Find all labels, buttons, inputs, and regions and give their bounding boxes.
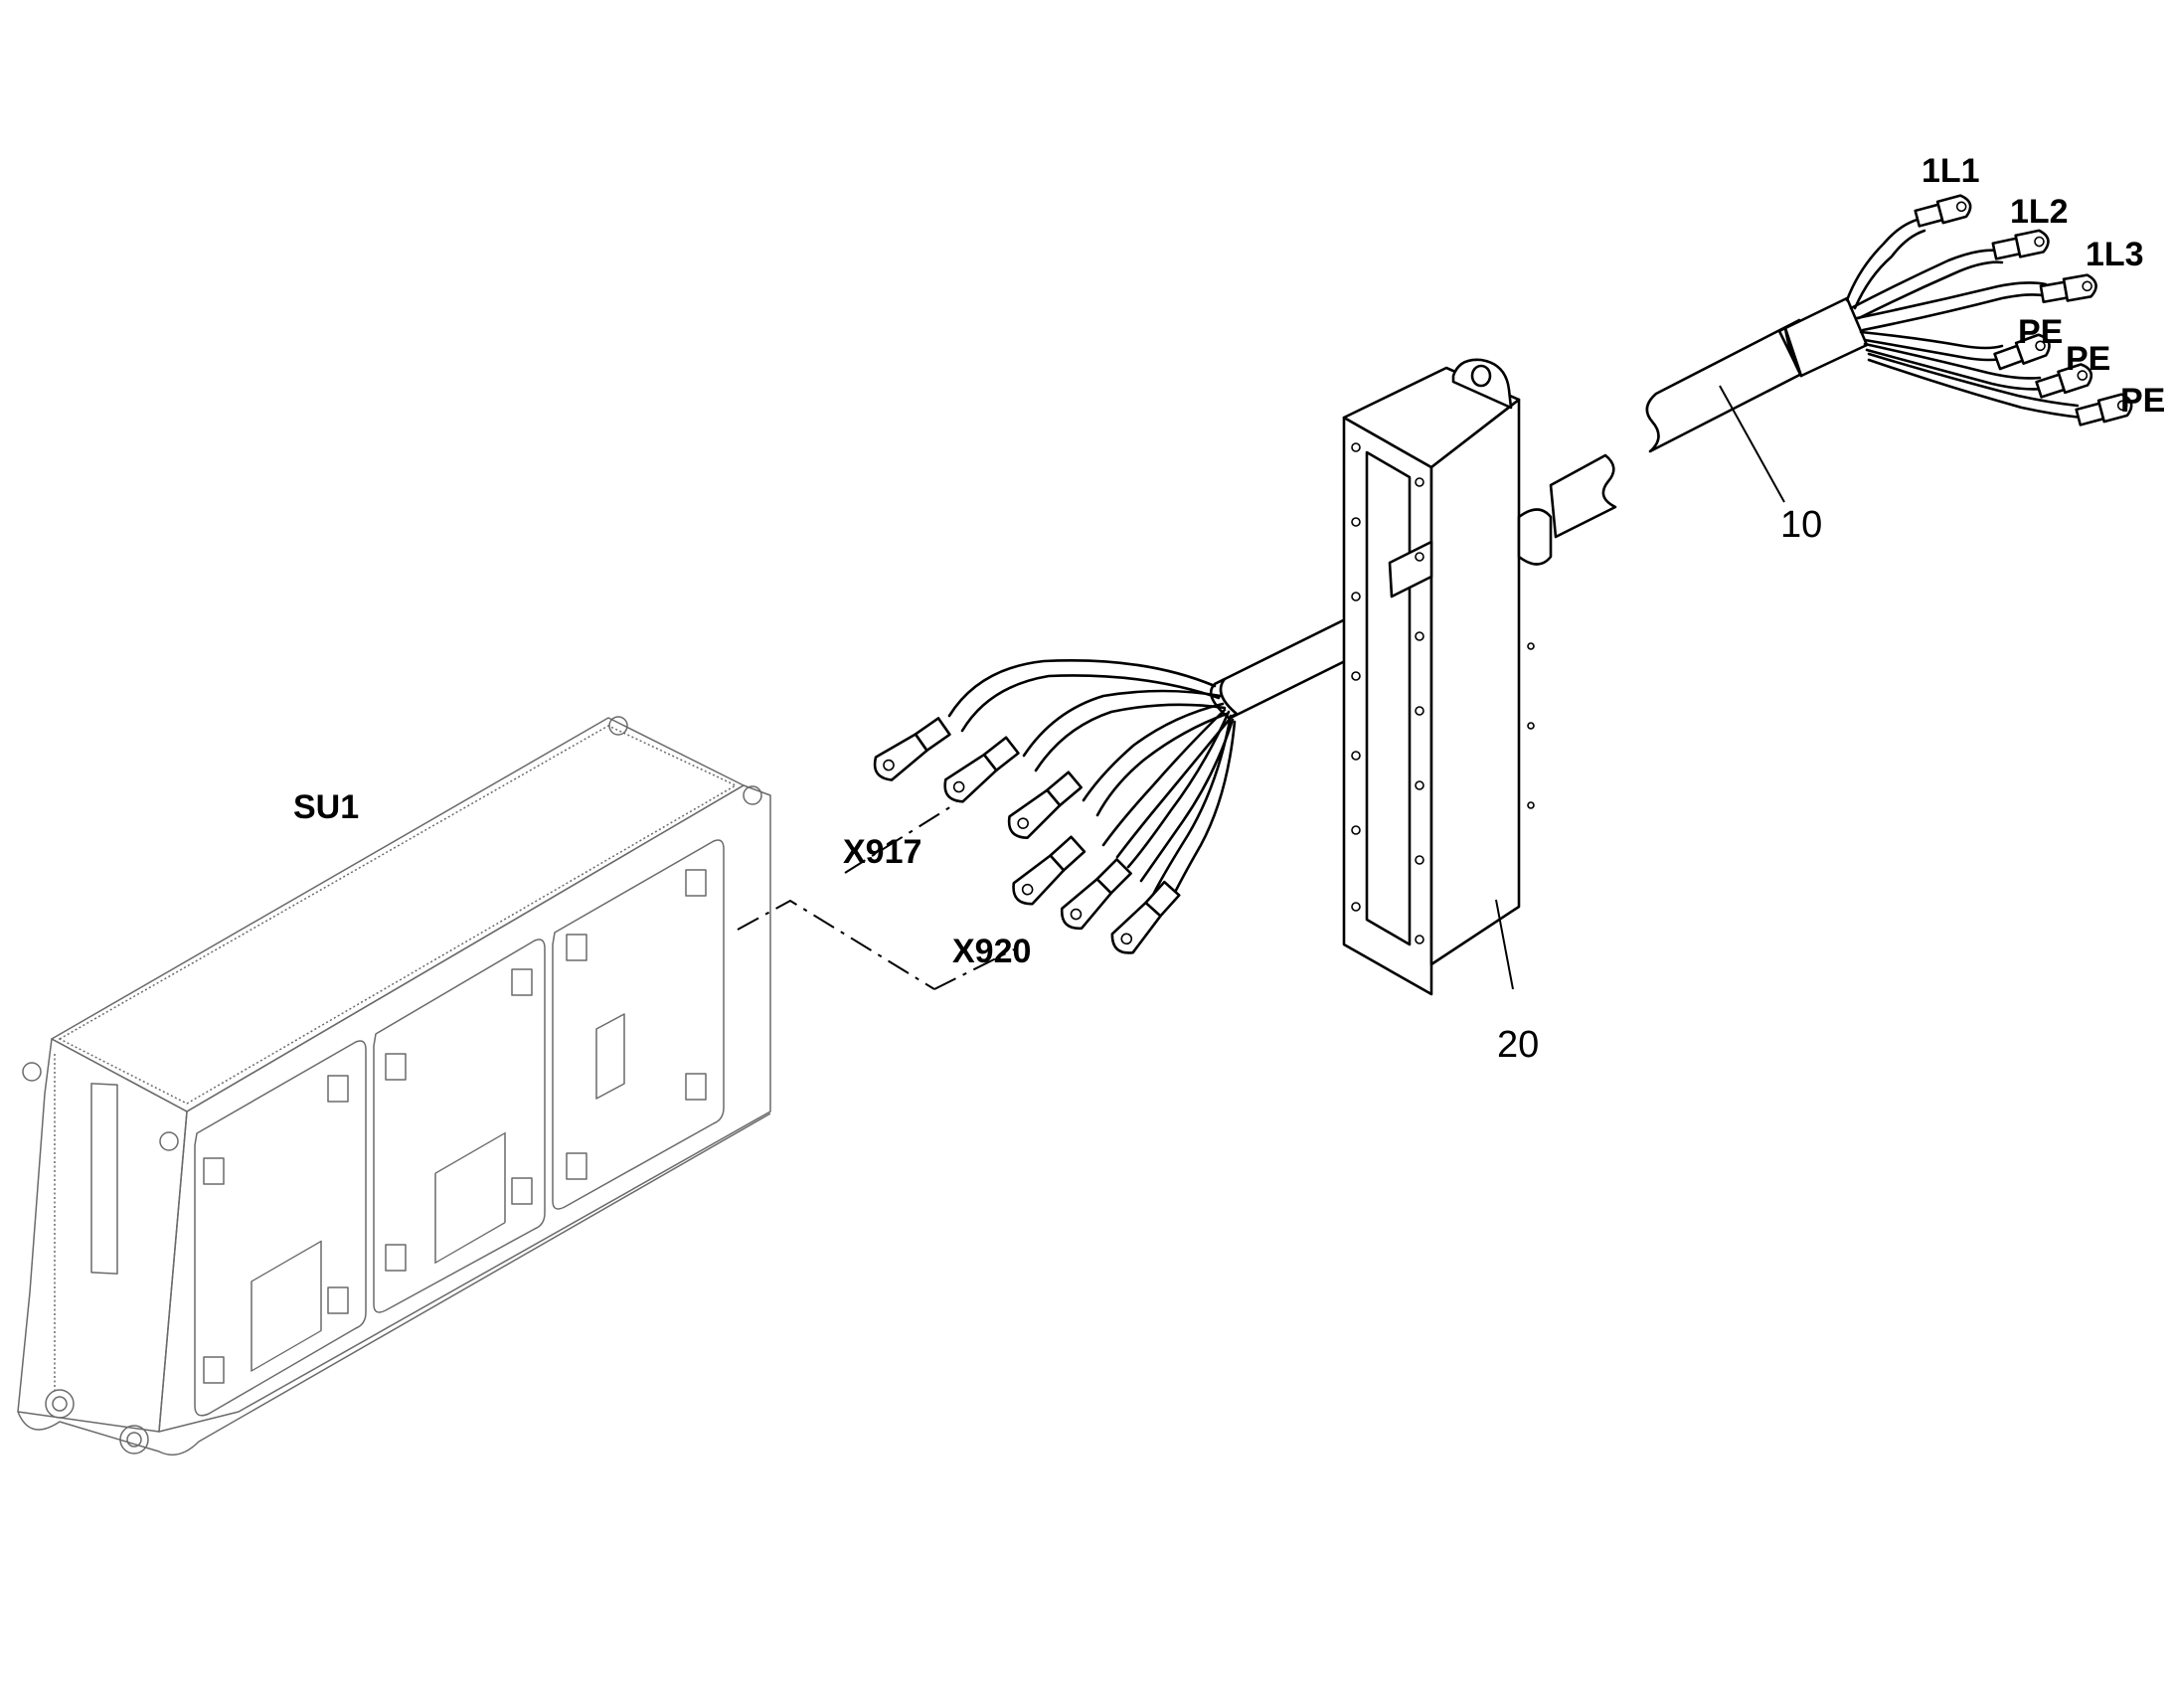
connection-chain-line: [737, 802, 1015, 990]
cable-assembly-right: [1777, 194, 2133, 427]
labels: SU1 X917 X920 10 20 1L1 1L2 1L3 PE PE PE: [293, 152, 2165, 1066]
label-pe-1: PE: [2018, 313, 2063, 351]
gland-box: [1342, 358, 1553, 996]
label-1l3: 1L3: [2086, 236, 2144, 273]
label-su1: SU1: [293, 788, 359, 826]
label-1l2: 1L2: [2010, 193, 2069, 231]
label-1l1: 1L1: [1922, 152, 1980, 190]
label-pe-3: PE: [2120, 382, 2165, 420]
cable-break-section: [1549, 318, 1821, 539]
cable-lugs-left: [873, 717, 1181, 954]
cable-lugs-right: [1914, 194, 2133, 427]
label-pe-2: PE: [2066, 340, 2110, 378]
label-x920: X920: [952, 933, 1031, 970]
label-item-10: 10: [1780, 504, 1822, 546]
label-item-20: 20: [1497, 1024, 1539, 1066]
su1-cabinet: [17, 716, 771, 1456]
leader-lines: [1495, 385, 1785, 990]
label-x917: X917: [843, 833, 921, 871]
